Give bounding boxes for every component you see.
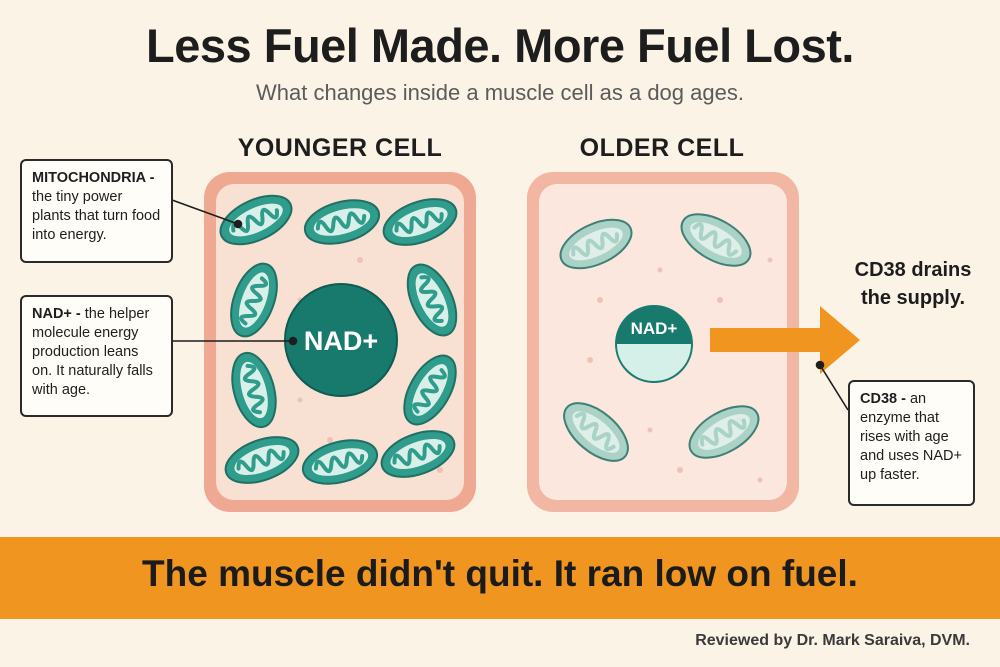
mitochondria-term: MITOCHONDRIA -: [32, 170, 155, 186]
older-nad-remaining: [616, 306, 692, 344]
reviewer-credit: Reviewed by Dr. Mark Saraiva, DVM.: [695, 632, 970, 649]
banner-text: The muscle didn't quit. It ran low on fu…: [142, 553, 858, 594]
cd38-term: CD38 -: [860, 391, 906, 407]
cd38-definition: an enzyme that rises with age and uses N…: [860, 391, 962, 483]
bottom-banner: [0, 537, 1000, 619]
older-cell-label: OLDER CELL: [579, 134, 745, 162]
cd38-drain-arrow: [710, 306, 860, 374]
younger-nad-pool: [284, 283, 398, 397]
cd38-drain-text: CD38 drains the supply.: [854, 259, 972, 309]
page-title: Less Fuel Made. More Fuel Lost.: [146, 19, 854, 72]
mitochondria-definition: the tiny power plants that turn food int…: [32, 189, 161, 243]
older-nad-label: NAD+: [631, 319, 678, 338]
nad-term: NAD+ -: [32, 306, 81, 322]
younger-cell-label: YOUNGER CELL: [237, 134, 443, 162]
mitochondria-callout: MITOCHONDRIA - the tiny power plants tha…: [20, 159, 173, 263]
older-cell: NAD+: [527, 172, 799, 512]
nad-definition: the helper molecule energy production le…: [32, 306, 153, 398]
younger-cell: NAD+: [204, 172, 476, 512]
callout-leader-lines: [171, 199, 849, 411]
nad-callout: NAD+ - the helper molecule energy produc…: [20, 295, 173, 417]
younger-nad-label: NAD+: [304, 326, 378, 356]
cd38-callout: CD38 - an enzyme that rises with age and…: [848, 380, 975, 506]
page-subtitle: What changes inside a muscle cell as a d…: [256, 80, 744, 105]
